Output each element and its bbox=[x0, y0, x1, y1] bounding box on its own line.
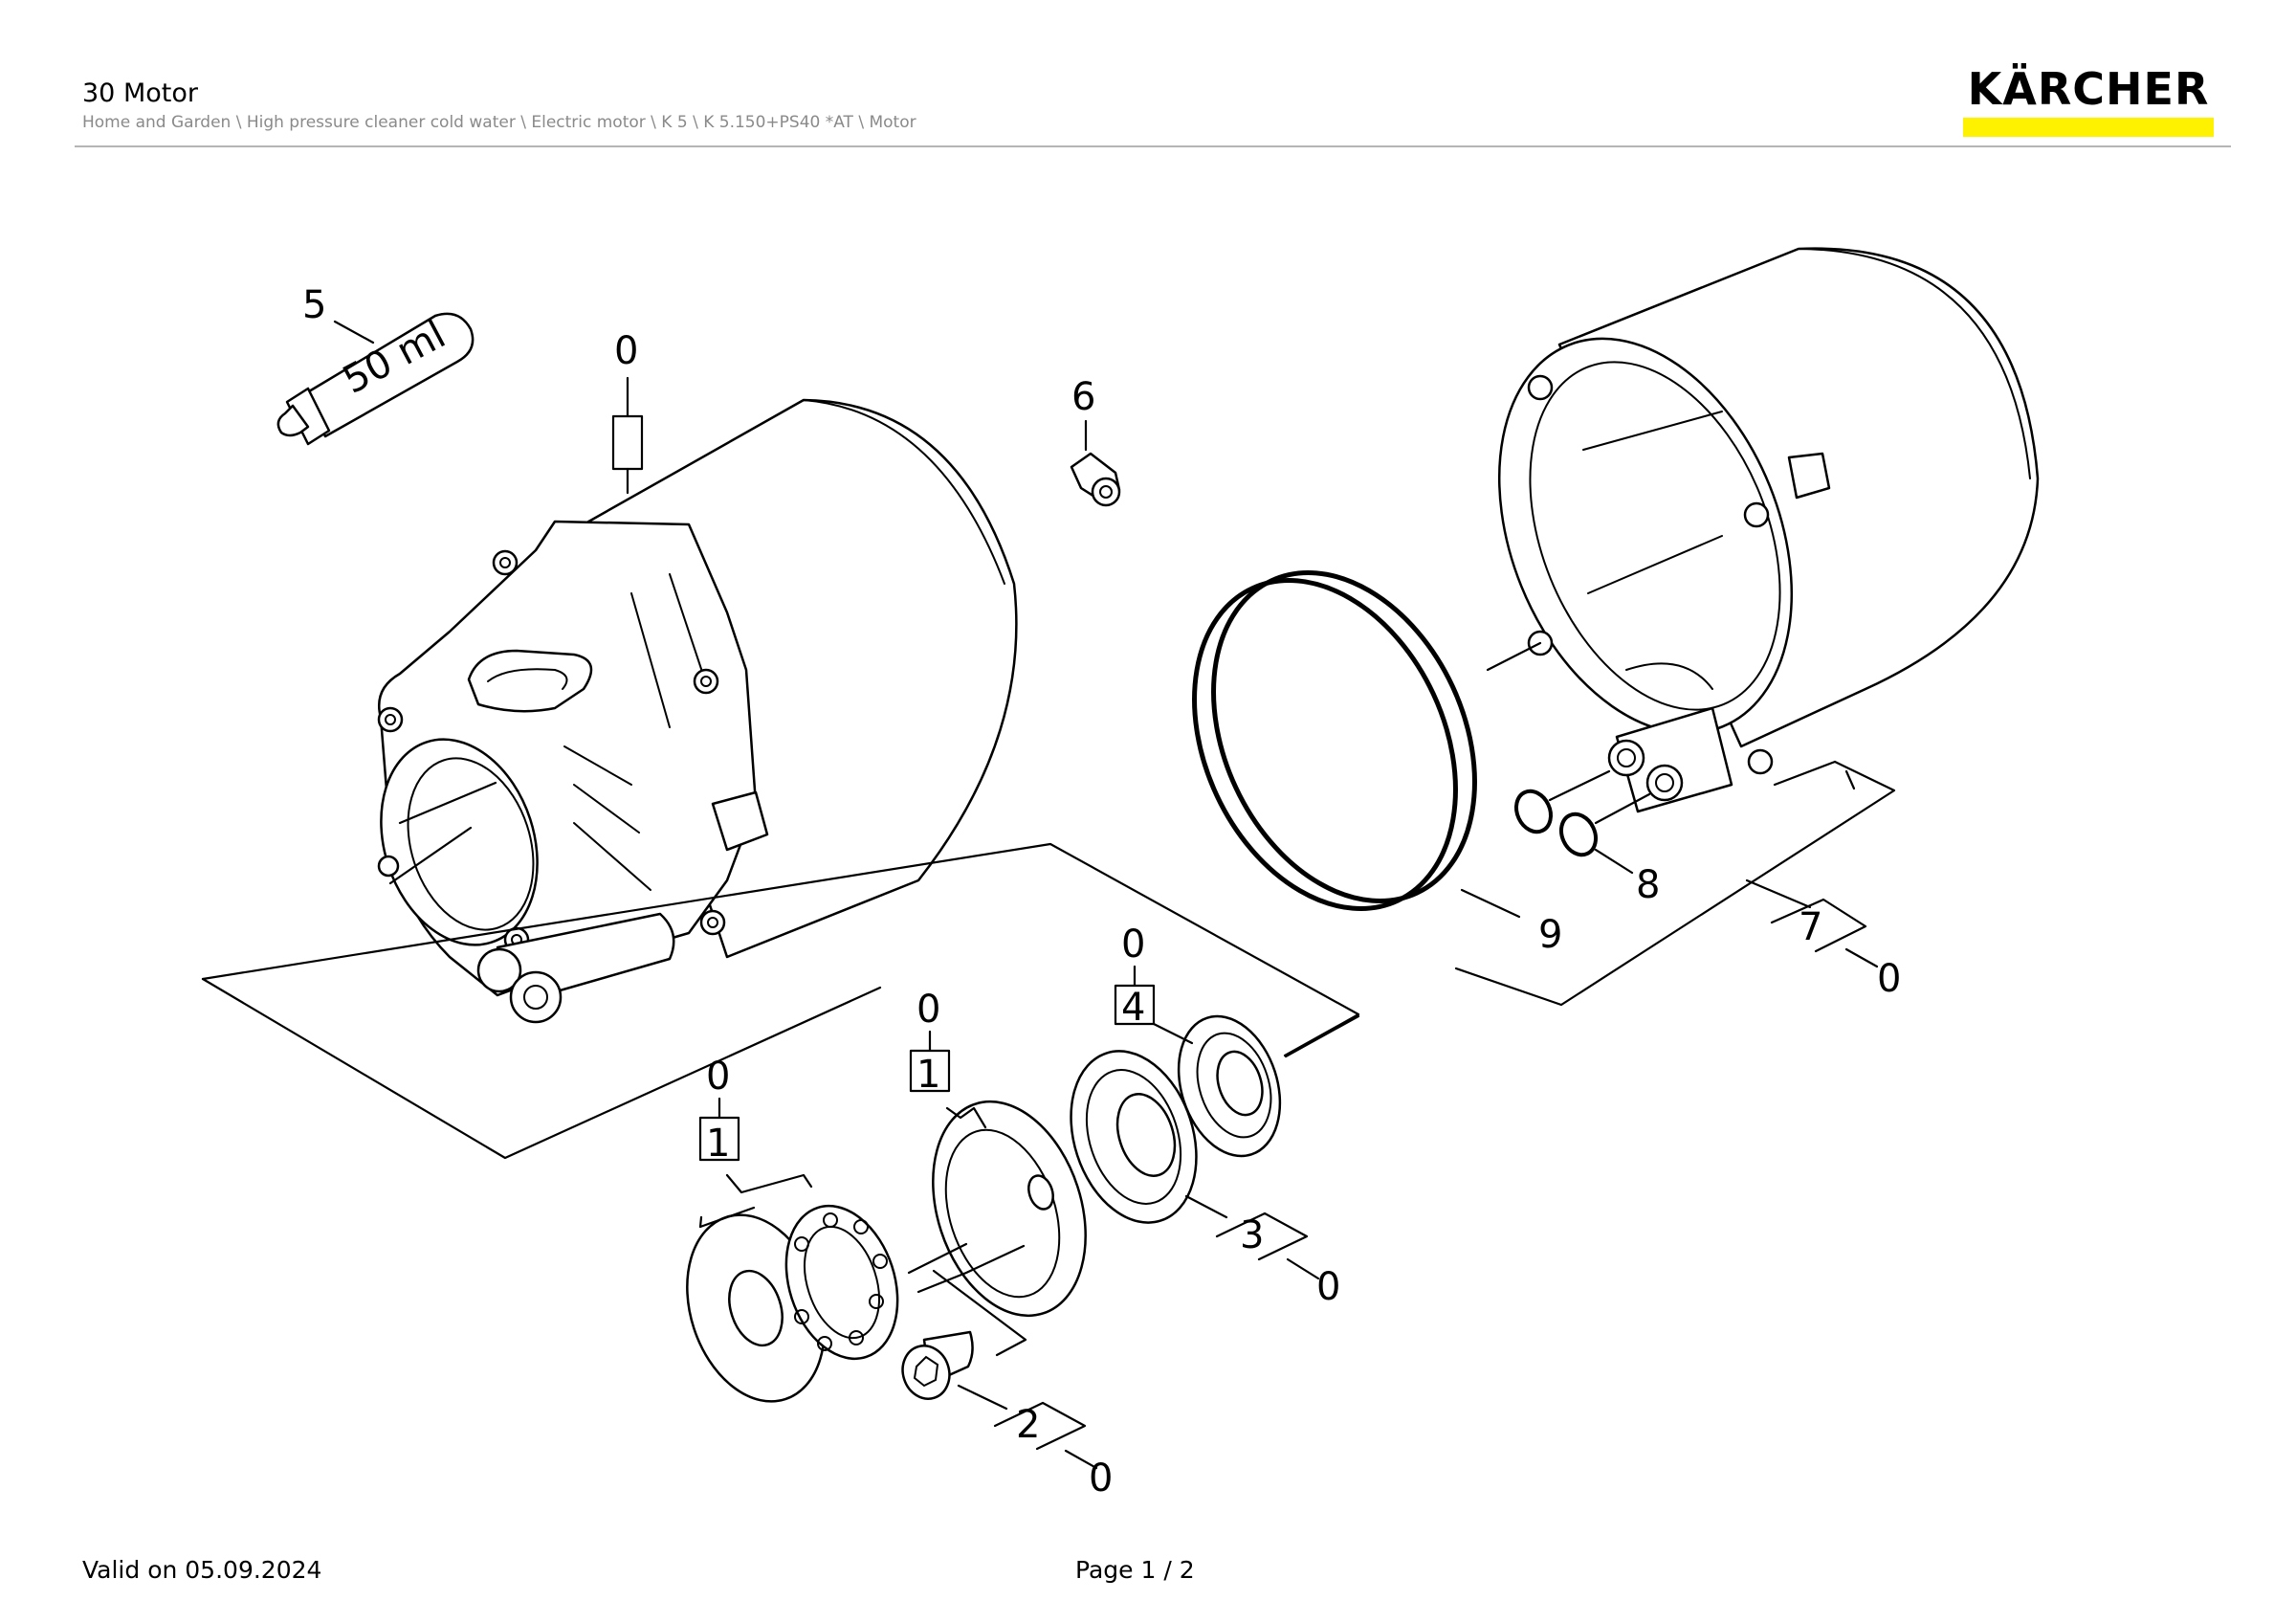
bracket-7 bbox=[1770, 898, 1867, 953]
frame-4 bbox=[1284, 1014, 1360, 1058]
callout-1-middle: 1 bbox=[916, 1053, 940, 1097]
ball-bearing-part-3[interactable] bbox=[1050, 1034, 1218, 1238]
logo-wordmark: KÄRCHER bbox=[1967, 63, 2210, 115]
leader-line-2-0 bbox=[1064, 1449, 1098, 1470]
leader-line-1-left bbox=[725, 1173, 813, 1194]
callout-7: 7 bbox=[1799, 905, 1822, 949]
leader-line-8 bbox=[1548, 769, 1611, 802]
header-divider bbox=[75, 145, 2231, 147]
leader-line-1-shaft-b bbox=[916, 1244, 1026, 1294]
leader-line-left-opening-b bbox=[398, 781, 497, 825]
ball-bearing-part-1[interactable] bbox=[767, 1191, 916, 1373]
leader-line-7-0 bbox=[1844, 947, 1879, 968]
logo-yellow-bar bbox=[1963, 118, 2214, 137]
o-ring-part-9[interactable] bbox=[1144, 530, 1526, 951]
leader-line-0-left bbox=[611, 376, 644, 471]
grease-tube-part[interactable]: 50 ml bbox=[276, 312, 475, 446]
leader-line-2-frame bbox=[932, 1269, 1027, 1357]
callout-4-0: 0 bbox=[1121, 923, 1145, 967]
small-o-rings-part-8[interactable] bbox=[1510, 786, 1601, 860]
assembly-frame-left bbox=[201, 842, 1360, 1057]
callout-0-left-housing: 0 bbox=[614, 329, 638, 373]
assembly-frame-right-b bbox=[1773, 760, 1837, 787]
bearing-cover-part-1[interactable] bbox=[907, 1081, 1112, 1335]
leader-line-5 bbox=[333, 320, 375, 345]
callout-6: 6 bbox=[1071, 375, 1095, 419]
motor-housing-right[interactable] bbox=[1445, 247, 2040, 813]
callout-4: 4 bbox=[1121, 986, 1145, 1030]
leader-line-7 bbox=[1745, 878, 1812, 909]
callout-2-0: 0 bbox=[1089, 1456, 1113, 1501]
validity-date: Valid on 05.09.2024 bbox=[82, 1556, 322, 1584]
assembly-frame-right bbox=[1454, 760, 1896, 1007]
leader-line-1-shaft bbox=[907, 1242, 968, 1275]
breadcrumb[interactable]: Home and Garden \ High pressure cleaner … bbox=[82, 113, 916, 132]
leader-line-1-left-b bbox=[698, 1206, 756, 1229]
bracket-3 bbox=[1215, 1212, 1309, 1261]
bracket-4 bbox=[1114, 965, 1156, 1026]
bracket-1-middle bbox=[909, 1030, 951, 1093]
callout-1-left: 1 bbox=[706, 1122, 730, 1166]
page-number: Page 1 / 2 bbox=[1075, 1556, 1195, 1584]
assembly-frame-left-b bbox=[201, 977, 882, 1160]
leader-line-3-0 bbox=[1286, 1257, 1320, 1280]
leader-line-8-label bbox=[1594, 848, 1634, 875]
screw-part-6[interactable] bbox=[1070, 452, 1121, 507]
leader-line-2 bbox=[957, 1384, 1008, 1411]
callout-1-left-0: 0 bbox=[706, 1055, 730, 1099]
callout-3: 3 bbox=[1240, 1213, 1264, 1257]
callout-8: 8 bbox=[1636, 863, 1660, 907]
leader-line-9 bbox=[1460, 888, 1521, 919]
bracket-2 bbox=[993, 1401, 1087, 1451]
leader-line-7-shaft bbox=[1486, 641, 1542, 672]
callout-2: 2 bbox=[1016, 1403, 1040, 1447]
kaercher-logo: KÄRCHER bbox=[1963, 65, 2214, 137]
callout-9: 9 bbox=[1538, 913, 1562, 957]
motor-housing-left[interactable] bbox=[356, 398, 1018, 1024]
callout-5: 5 bbox=[302, 283, 326, 327]
leader-line-3 bbox=[1184, 1194, 1228, 1219]
callout-1-middle-0: 0 bbox=[916, 988, 940, 1032]
callout-7-0: 0 bbox=[1877, 957, 1901, 1001]
leader-line-1-middle bbox=[945, 1106, 987, 1129]
flange-bolt-part-2[interactable] bbox=[896, 1330, 974, 1405]
leader-line-4 bbox=[1152, 1022, 1194, 1045]
leader-line-left-opening bbox=[388, 826, 473, 885]
callout-3-0: 0 bbox=[1316, 1265, 1340, 1309]
bracket-1-left bbox=[698, 1097, 740, 1162]
leader-line-8b bbox=[1594, 792, 1651, 825]
shaft-seal-part-4[interactable] bbox=[1161, 1003, 1296, 1169]
page-title: 30 Motor bbox=[82, 78, 198, 108]
assembly-frame-right-c bbox=[1844, 769, 1856, 790]
